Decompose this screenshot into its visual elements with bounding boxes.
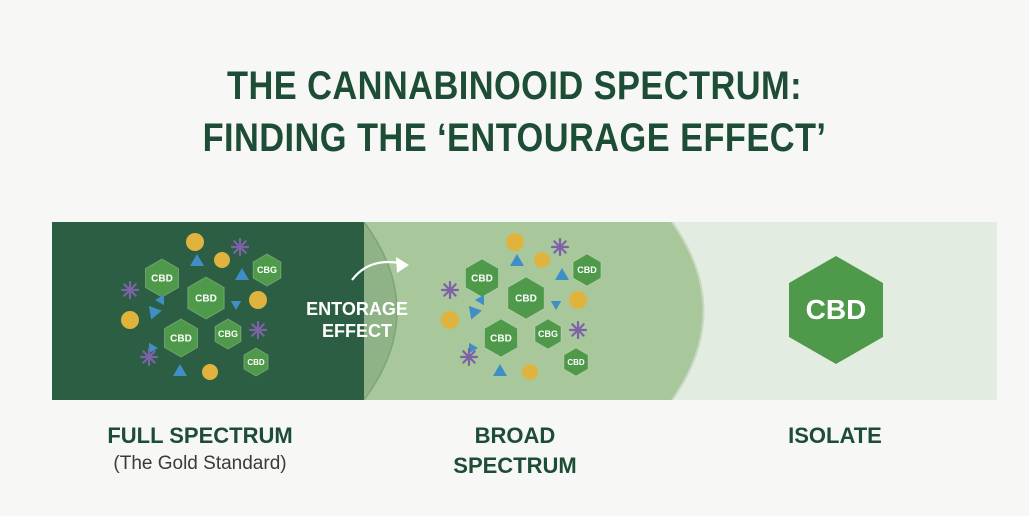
flavonoid-triangle <box>468 305 482 320</box>
terpene-dot <box>121 311 139 329</box>
terpene-dot <box>249 291 267 309</box>
flavonoid-triangle <box>550 301 562 310</box>
hex-label: CBD <box>247 358 265 367</box>
full-spectrum-molecules: CBD CBD CBG CBD CBG CBD <box>120 233 282 380</box>
compound-star <box>248 320 268 340</box>
flavonoid-triangle <box>235 268 249 280</box>
terpene-dot <box>522 364 538 380</box>
hex-label: CBG <box>257 265 277 275</box>
hex-label: CBD <box>567 358 585 367</box>
full-spectrum-caption: FULL SPECTRUM (The Gold Standard) <box>80 421 320 477</box>
page-title: THE CANNABINOOID SPECTRUM: FINDING THE ‘… <box>0 60 1029 164</box>
hex-label: CBD <box>471 274 493 285</box>
cannabinoid-hexagon: CBD <box>187 276 225 320</box>
hex-label: CBG <box>538 329 558 339</box>
hex-label: CBD <box>577 265 597 275</box>
isolate-cbd-hexagon: CBD <box>789 256 883 364</box>
terpene-dot <box>506 233 524 251</box>
broad-spectrum-label-line-2: SPECTRUM <box>453 453 577 478</box>
cannabinoid-hexagon: CBD <box>572 253 602 287</box>
compound-star <box>440 280 460 300</box>
cannabinoid-hexagon: CBG <box>214 318 242 350</box>
compound-star <box>139 347 159 367</box>
compound-star <box>120 280 140 300</box>
flavonoid-triangle <box>190 254 204 266</box>
terpene-dot <box>214 252 230 268</box>
entourage-arrow-icon <box>351 257 409 281</box>
hex-label: CBD <box>170 334 192 345</box>
flavonoid-triangle <box>173 364 187 376</box>
compound-star <box>568 320 588 340</box>
cannabinoid-hexagon: CBG <box>252 253 282 287</box>
compound-star <box>550 237 570 257</box>
broad-spectrum-caption: BROAD SPECTRUM <box>420 421 610 481</box>
flavonoid-triangle <box>493 364 507 376</box>
broad-spectrum-label-line-1: BROAD <box>474 423 556 448</box>
cannabinoid-hexagon: CBD <box>507 276 545 320</box>
title-line-1: THE CANNABINOOID SPECTRUM: <box>227 64 802 108</box>
cannabinoid-hexagon: CBD <box>164 318 198 358</box>
broad-spectrum-molecules: CBD CBD CBD CBD CBG CBD <box>440 233 602 380</box>
cannabinoid-hexagon: CBG <box>534 318 562 350</box>
compound-star <box>230 237 250 257</box>
hex-label: CBG <box>218 329 238 339</box>
flavonoid-triangle <box>149 342 158 354</box>
title-line-2: FINDING THE ‘ENTOURAGE EFFECT’ <box>202 116 827 160</box>
hex-label: CBD <box>490 334 512 345</box>
hex-label: CBD <box>151 274 173 285</box>
cannabinoid-hexagon: CBD <box>243 347 269 377</box>
flavonoid-triangle <box>230 301 242 310</box>
flavonoid-triangle <box>555 268 569 280</box>
full-spectrum-sublabel: (The Gold Standard) <box>113 453 287 474</box>
full-spectrum-label: FULL SPECTRUM <box>107 423 293 448</box>
terpene-dot <box>441 311 459 329</box>
hex-label: CBD <box>515 294 537 305</box>
terpene-dot <box>202 364 218 380</box>
flavonoid-triangle <box>148 305 162 320</box>
isolate-caption: ISOLATE <box>750 421 920 451</box>
entourage-label-line-1: ENTORAGE <box>306 299 408 319</box>
terpene-dot <box>186 233 204 251</box>
overlap-arc <box>671 222 705 400</box>
cannabinoid-hexagon: CBD <box>563 347 589 377</box>
compound-star <box>459 347 479 367</box>
cannabinoid-hexagon: CBD <box>484 318 518 358</box>
hex-label: CBD <box>195 294 217 305</box>
flavonoid-triangle <box>155 294 164 306</box>
isolate-hex-label: CBD <box>806 294 867 325</box>
entourage-label-line-2: EFFECT <box>322 321 392 341</box>
flavonoid-triangle <box>510 254 524 266</box>
flavonoid-triangle <box>475 294 484 306</box>
terpene-dot <box>534 252 550 268</box>
isolate-label: ISOLATE <box>788 423 882 448</box>
terpene-dot <box>569 291 587 309</box>
flavonoid-triangle <box>469 342 478 354</box>
